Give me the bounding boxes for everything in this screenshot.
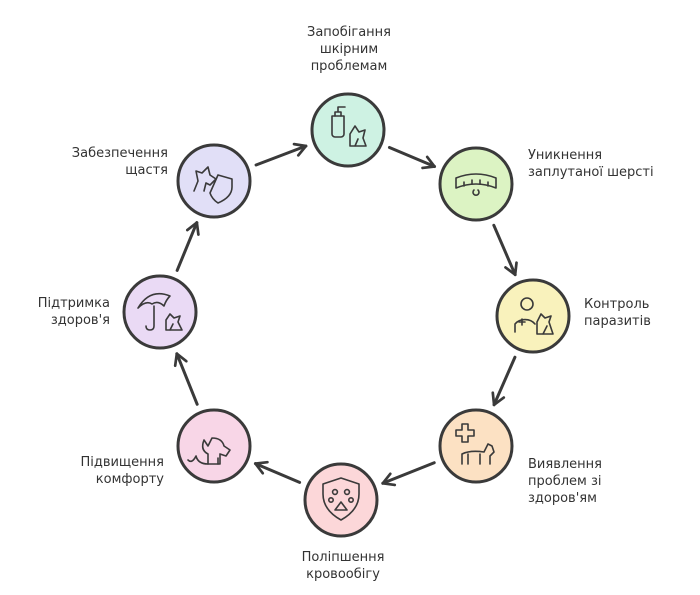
node-bottom (303, 462, 379, 538)
node-label-top: Запобігання шкірним проблемам (307, 25, 391, 74)
dog-heart-shield-icon (193, 166, 233, 204)
node-label-upper-right: Уникнення заплутаної шерсті (528, 148, 654, 180)
node-label-left: Підтримка здоров'я (37, 296, 110, 328)
node-right (495, 278, 571, 354)
node-circle-bottom (303, 462, 379, 538)
node-circle-lower-left (176, 408, 252, 484)
paw-shield-icon (322, 477, 360, 521)
dog-collar-icon (455, 173, 497, 196)
node-circle-left (122, 274, 198, 350)
node-label-bottom: Поліпшення кровообігу (301, 550, 385, 582)
node-label-right: Контроль паразитів (584, 297, 651, 329)
node-top (310, 92, 386, 168)
node-upper-right (438, 146, 514, 222)
medical-cross-dog-icon (455, 423, 495, 465)
arrow-upper-right-to-right (492, 223, 518, 277)
node-circle-lower-right (438, 408, 514, 484)
node-label-lower-left: Підвищення комфорту (80, 455, 164, 487)
node-left (122, 274, 198, 350)
node-lower-left (176, 408, 252, 484)
umbrella-dog-icon (137, 292, 183, 331)
node-label-lower-right: Виявлення проблем зі здоров'ям (528, 457, 602, 506)
arrow-right-to-lower-right (491, 355, 517, 407)
cycle-nodes (122, 92, 571, 538)
arrow-bottom-to-lower-left (253, 460, 302, 484)
vet-and-dog-icon (514, 297, 554, 335)
arrow-lower-right-to-bottom (381, 461, 436, 487)
arrow-lower-left-to-left (173, 352, 199, 406)
arrow-left-to-upper-left (175, 221, 200, 272)
cycle-arrows (173, 142, 518, 487)
sitting-dog-icon (187, 437, 231, 465)
arrow-upper-left-to-top (254, 142, 308, 167)
node-circle-top (310, 92, 386, 168)
node-circle-right (495, 278, 571, 354)
soap-bottle-and-dog-icon (331, 106, 367, 147)
node-label-upper-left: Забезпечення щастя (71, 146, 168, 178)
arrow-top-to-upper-right (387, 145, 437, 170)
node-lower-right (438, 408, 514, 484)
node-upper-left (176, 143, 252, 219)
